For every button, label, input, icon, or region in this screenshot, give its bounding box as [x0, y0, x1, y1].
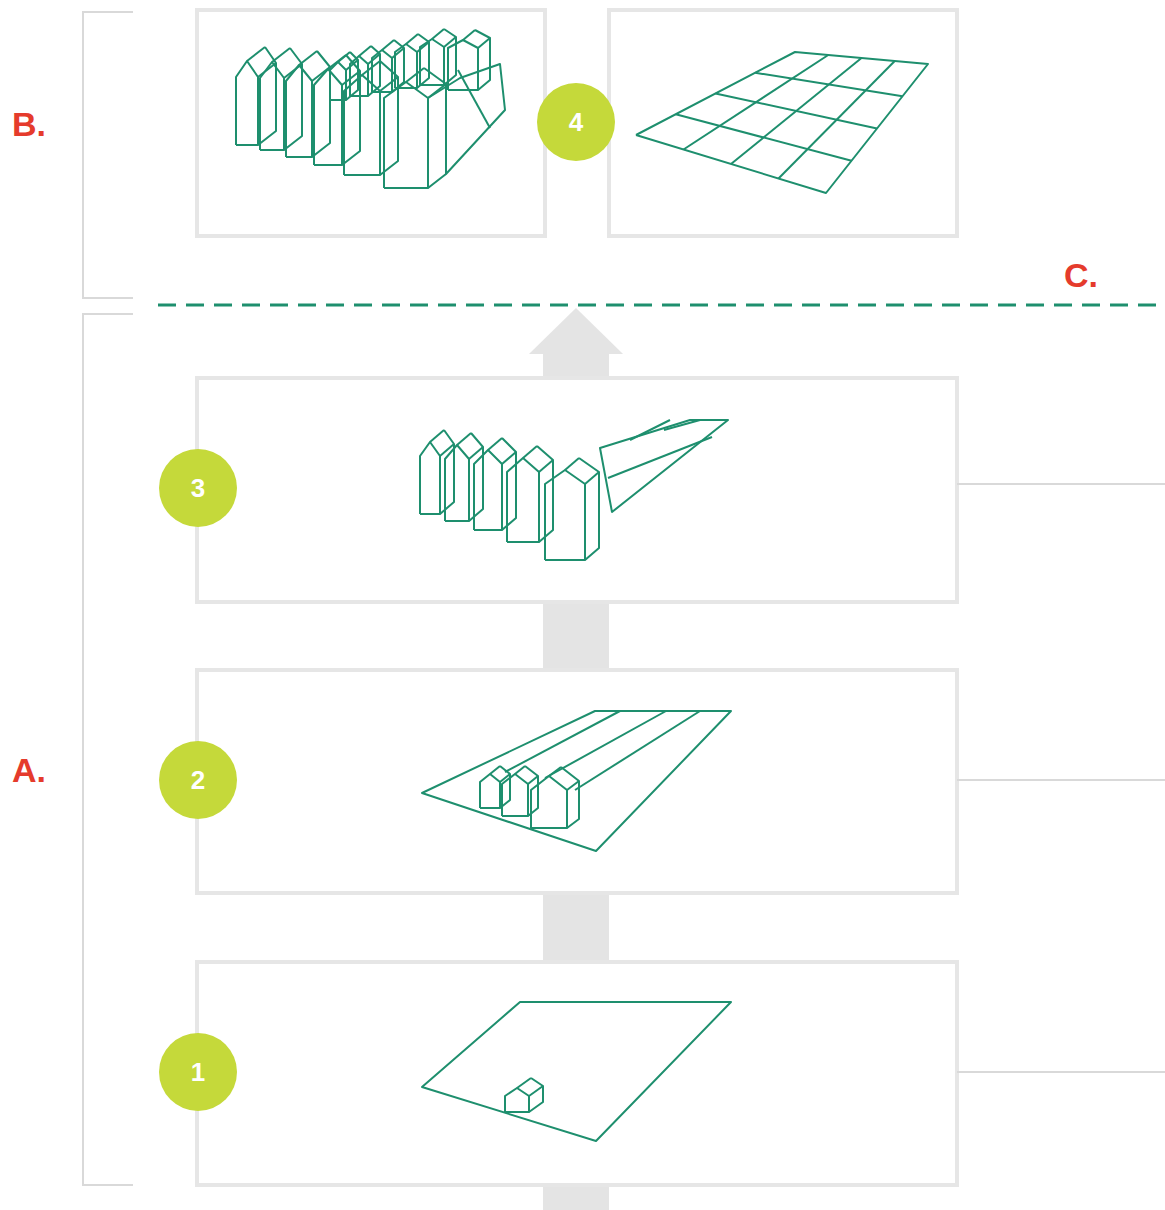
house-outline [529, 1086, 543, 1096]
house-outline [507, 458, 539, 542]
house-outline [463, 30, 475, 40]
callout-circle: 1 [159, 1033, 237, 1111]
house-outline [567, 781, 579, 790]
house-outline [359, 46, 371, 56]
house-outline [478, 38, 490, 48]
part-letter: B. [12, 107, 46, 141]
house-outline [430, 430, 444, 442]
house-outline [502, 774, 528, 816]
callout-number: 3 [191, 475, 205, 501]
house-outline [505, 1088, 529, 1112]
house-outline [428, 64, 505, 174]
house-outline [272, 48, 290, 62]
house-outline [382, 40, 394, 50]
house-outline [480, 774, 500, 808]
house-outline [529, 1078, 543, 1112]
house-outline [299, 51, 317, 65]
house-outline [362, 61, 380, 75]
house-outline [502, 438, 516, 530]
house-outline [549, 767, 561, 776]
leader-line [957, 484, 1165, 1072]
house-outline [432, 29, 444, 39]
house-outline [515, 766, 525, 774]
callout-number: 4 [569, 109, 583, 135]
house-outline [286, 65, 312, 157]
part-letter: C. [1064, 258, 1098, 292]
house-outline [539, 460, 553, 472]
field-grid [731, 58, 862, 164]
house-outline [474, 450, 502, 530]
house-outline [314, 69, 342, 165]
house-outline [502, 452, 516, 464]
callout-number: 1 [191, 1059, 205, 1085]
house-outline [384, 82, 428, 188]
house-outline [458, 70, 490, 128]
house-outline [420, 39, 444, 85]
house-outline [260, 62, 284, 150]
line-drawing [236, 29, 928, 1141]
house-outline [417, 42, 429, 52]
house-outline [247, 47, 265, 61]
house-outline [523, 446, 537, 458]
house-outline [236, 61, 258, 145]
field-grid [636, 52, 928, 193]
house-outline [517, 1078, 531, 1088]
house-outline [424, 68, 446, 188]
house-outline [585, 472, 599, 484]
house-outline [531, 776, 567, 828]
house-outline [528, 776, 538, 784]
callout-circle: 4 [537, 83, 615, 161]
house-outline [561, 767, 579, 828]
house-outline [579, 458, 599, 560]
callout-circle: 3 [159, 449, 237, 527]
house-outline [328, 55, 346, 69]
house-outline [457, 433, 471, 445]
field-grid [779, 61, 895, 179]
house-outline [490, 766, 500, 774]
threshold-line [158, 304, 1165, 307]
house-outline [440, 430, 454, 514]
house-outline [406, 68, 424, 82]
house-outline [344, 75, 380, 175]
bracket [83, 12, 133, 1185]
house-outline [545, 470, 585, 560]
house-outline [445, 445, 469, 521]
house-outline [488, 438, 502, 450]
house-outline [420, 442, 440, 514]
house-outline [406, 34, 418, 44]
house-outline [475, 30, 490, 90]
panel [197, 10, 957, 1185]
house-outline [380, 61, 398, 175]
callout-number: 2 [191, 767, 205, 793]
callout-circle: 2 [159, 741, 237, 819]
part-letter: A. [12, 753, 46, 787]
house-outline [469, 433, 483, 521]
house-outline [565, 458, 579, 470]
house-outline [444, 29, 456, 85]
